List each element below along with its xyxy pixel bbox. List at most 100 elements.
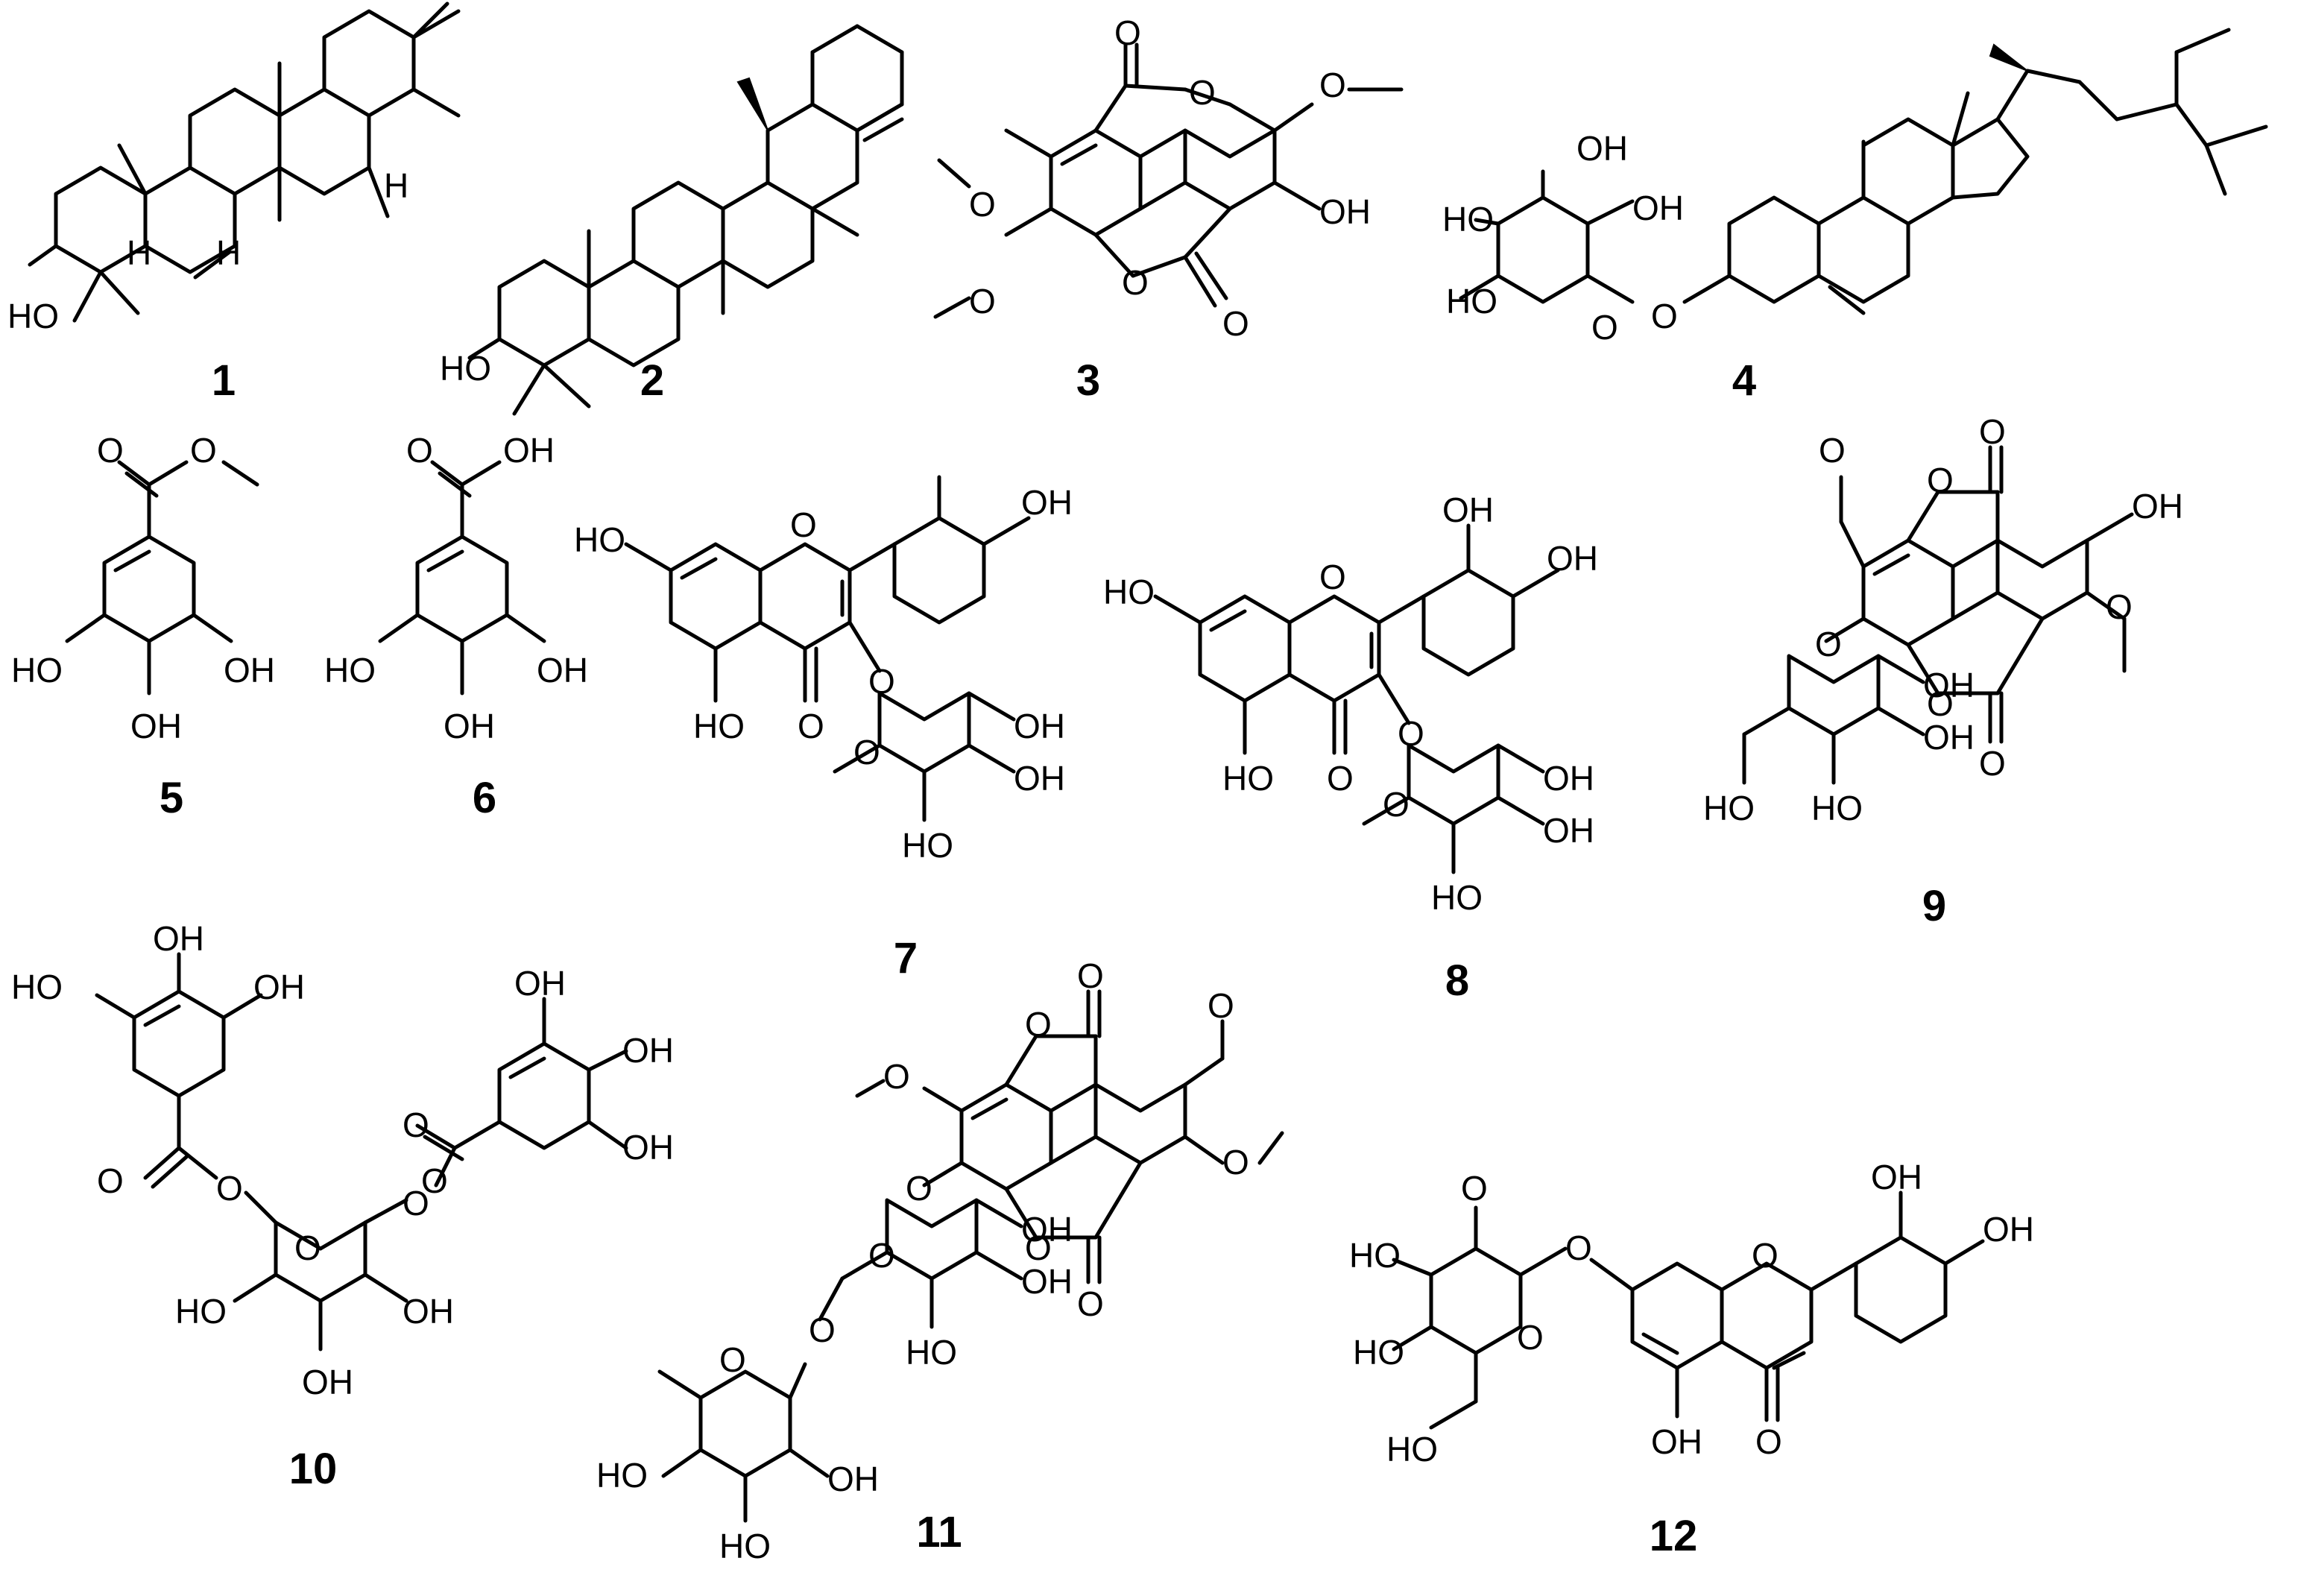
compound-5-atom-label: OH xyxy=(224,651,275,690)
compound-8-number: 8 xyxy=(1445,956,1469,1005)
compound-7-atom-label: O xyxy=(853,733,880,772)
compound-10-atom-label: OH xyxy=(622,1128,674,1167)
compound-5-atom-label: HO xyxy=(11,651,63,690)
compound-1-structure: HO H H H 1 xyxy=(7,1,461,405)
compound-6-atom-label: OH xyxy=(503,431,555,470)
compound-8-structure: OH OH HO O HO O O OH O OH HO 8 xyxy=(1103,491,1598,1005)
compound-8-atom-label: OH xyxy=(1547,539,1598,578)
compound-11-structure: O O O O O O O O OH O OH HO O O HO HO OH … xyxy=(596,956,1284,1565)
compound-7-atom-label: HO xyxy=(693,707,745,745)
compound-3-atom-label: O xyxy=(969,282,996,321)
compound-1-atom-label: HO xyxy=(7,297,59,335)
compound-9-structure: O O O OH O O O OH O HO HO OH 9 xyxy=(1703,412,2183,930)
compound-9-atom-label: HO xyxy=(1811,789,1863,827)
compound-1-atom-label: H xyxy=(216,233,241,272)
compound-8-atom-label: HO xyxy=(1431,878,1483,917)
compound-11-atom-label: HO xyxy=(719,1527,771,1565)
compound-3-atom-label: O xyxy=(969,185,996,224)
compound-11-atom-label: O xyxy=(1077,1284,1104,1323)
compound-11-atom-label: O xyxy=(1222,1143,1249,1182)
compound-10-atom-label: OH xyxy=(403,1292,454,1331)
compound-7-atom-label: HO xyxy=(902,826,953,865)
compound-10-structure: OH HO OH OH OH OH O O O O O O HO OH OH 1… xyxy=(11,919,674,1493)
compound-10-atom-label: O xyxy=(97,1161,124,1200)
compound-11-atom-label: O xyxy=(906,1169,932,1208)
compound-3-atom-label: O xyxy=(1189,73,1216,112)
compound-10-atom-label: HO xyxy=(11,968,63,1006)
compound-4-atom-label: OH xyxy=(1632,189,1684,227)
compound-7-atom-label: HO xyxy=(574,520,625,559)
compound-3-atom-label: O xyxy=(1122,263,1149,302)
compound-7-atom-label: O xyxy=(868,662,895,701)
compound-6-structure: O OH HO OH OH 6 xyxy=(324,431,588,822)
compound-10-number: 10 xyxy=(289,1445,338,1493)
compound-9-number: 9 xyxy=(1922,882,1946,930)
compound-9-atom-label: O xyxy=(1819,431,1846,470)
compound-9-atom-label: OH xyxy=(1923,666,1975,704)
compound-9-atom-label: HO xyxy=(1703,789,1755,827)
compound-6-atom-label: OH xyxy=(444,707,495,745)
compound-6-atom-label: HO xyxy=(324,651,376,690)
compound-8-atom-label: O xyxy=(1327,759,1354,798)
compound-11-atom-label: O xyxy=(719,1340,746,1379)
compound-6-number: 6 xyxy=(473,774,496,822)
compound-8-atom-label: OH xyxy=(1543,759,1594,798)
compound-3-atom-label: O xyxy=(1319,66,1346,104)
compound-4-structure: OH HO OH HO O O 4 xyxy=(1442,28,2268,405)
compound-8-atom-label: O xyxy=(1398,714,1424,753)
compound-3-structure: O O O O O O O OH 3 xyxy=(933,13,1404,405)
compound-4-atom-label: OH xyxy=(1576,129,1628,168)
compound-9-atom-label: O xyxy=(1815,625,1842,663)
compound-4-atom-label: O xyxy=(1651,297,1678,335)
compound-10-atom-label: OH xyxy=(622,1031,674,1070)
compound-11-atom-label: O xyxy=(809,1310,836,1349)
compound-9-atom-label: O xyxy=(1979,412,2006,451)
compound-11-atom-label: HO xyxy=(596,1456,648,1495)
compound-11-atom-label: OH xyxy=(1021,1262,1073,1301)
compound-12-atom-label: HO xyxy=(1349,1236,1401,1275)
compound-10-atom-label: O xyxy=(294,1228,321,1267)
compound-5-number: 5 xyxy=(160,774,183,822)
compound-8-atom-label: HO xyxy=(1103,573,1155,611)
compound-3-atom-label: O xyxy=(1222,304,1249,343)
compound-5-atom-label: OH xyxy=(130,707,182,745)
compound-12-atom-label: O xyxy=(1752,1236,1778,1275)
compound-12-atom-label: HO xyxy=(1353,1333,1404,1372)
compound-3-atom-label: O xyxy=(1114,13,1141,52)
compound-11-atom-label: O xyxy=(1025,1228,1052,1267)
compound-10-atom-label: OH xyxy=(514,964,566,1003)
compound-9-atom-label: OH xyxy=(1923,718,1975,757)
compound-11-number: 11 xyxy=(916,1508,962,1556)
compound-9-atom-label: O xyxy=(1979,744,2006,783)
compound-10-atom-label: O xyxy=(403,1184,429,1223)
compound-11-atom-label: O xyxy=(1025,1005,1052,1044)
compound-1-number: 1 xyxy=(212,356,236,405)
compound-7-atom-label: O xyxy=(798,707,824,745)
compound-12-atom-label: O xyxy=(1461,1169,1488,1208)
compound-2-number: 2 xyxy=(640,356,664,405)
compound-7-atom-label: O xyxy=(790,505,817,544)
compound-7-atom-label: OH xyxy=(1021,483,1073,522)
compound-10-atom-label: OH xyxy=(253,968,305,1006)
compound-11-atom-label: O xyxy=(1208,986,1234,1025)
compound-12-atom-label: OH xyxy=(1871,1158,1922,1196)
compound-8-atom-label: O xyxy=(1383,785,1410,824)
compound-12-atom-label: O xyxy=(1565,1228,1592,1267)
compound-12-atom-label: OH xyxy=(1983,1210,2034,1249)
compound-11-atom-label: O xyxy=(1077,956,1104,995)
compound-11-atom-label: HO xyxy=(906,1333,957,1372)
compound-7-number: 7 xyxy=(894,934,918,982)
compound-8-atom-label: O xyxy=(1319,558,1346,596)
compound-9-atom-label: O xyxy=(2106,587,2133,626)
compound-7-structure: OH HO O HO O O OH O OH HO 7 xyxy=(574,475,1073,982)
compound-2-atom-label: HO xyxy=(440,349,491,388)
compound-12-atom-label: O xyxy=(1517,1318,1544,1357)
compound-11-atom-label: OH xyxy=(827,1460,879,1498)
compound-7-atom-label: OH xyxy=(1014,707,1065,745)
compound-10-atom-label: O xyxy=(403,1105,429,1144)
compound-12-atom-label: HO xyxy=(1386,1430,1438,1469)
compound-3-atom-label: OH xyxy=(1319,192,1371,231)
compound-3-number: 3 xyxy=(1076,356,1100,405)
compound-5-structure: O O HO OH OH 5 xyxy=(11,431,275,822)
compound-6-atom-label: O xyxy=(406,431,433,470)
